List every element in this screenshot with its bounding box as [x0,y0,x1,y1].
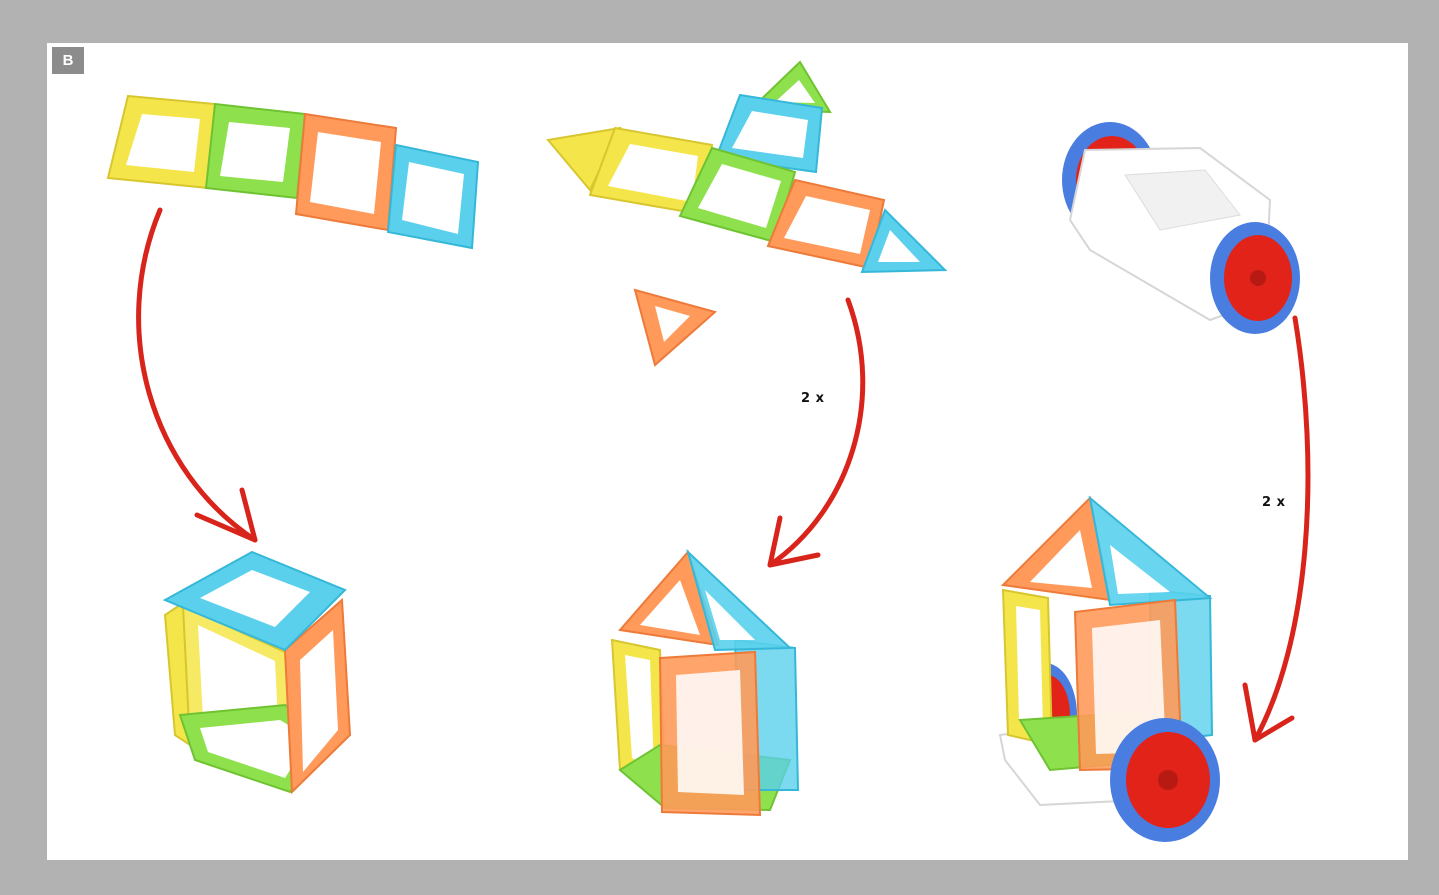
tile-yellow-square [108,96,215,188]
tile-blue-square [388,145,478,248]
strip-of-squares [108,96,478,248]
cube [165,552,350,792]
house-on-wheels [1000,498,1220,842]
house [612,552,798,815]
wheeled-base [1062,122,1300,334]
flat-net [548,62,945,272]
multiplier-label-house: 2 x [801,391,824,406]
multiplier-label-vehicle: 2 x [1262,495,1285,510]
arrow-net-to-house [770,300,863,565]
arrow-strip-to-cube [139,210,255,540]
tile-orange-square [296,114,396,230]
arrow-base-to-vehicle [1245,318,1308,740]
loose-orange-triangle [635,290,715,365]
tile-green-square [206,104,305,198]
